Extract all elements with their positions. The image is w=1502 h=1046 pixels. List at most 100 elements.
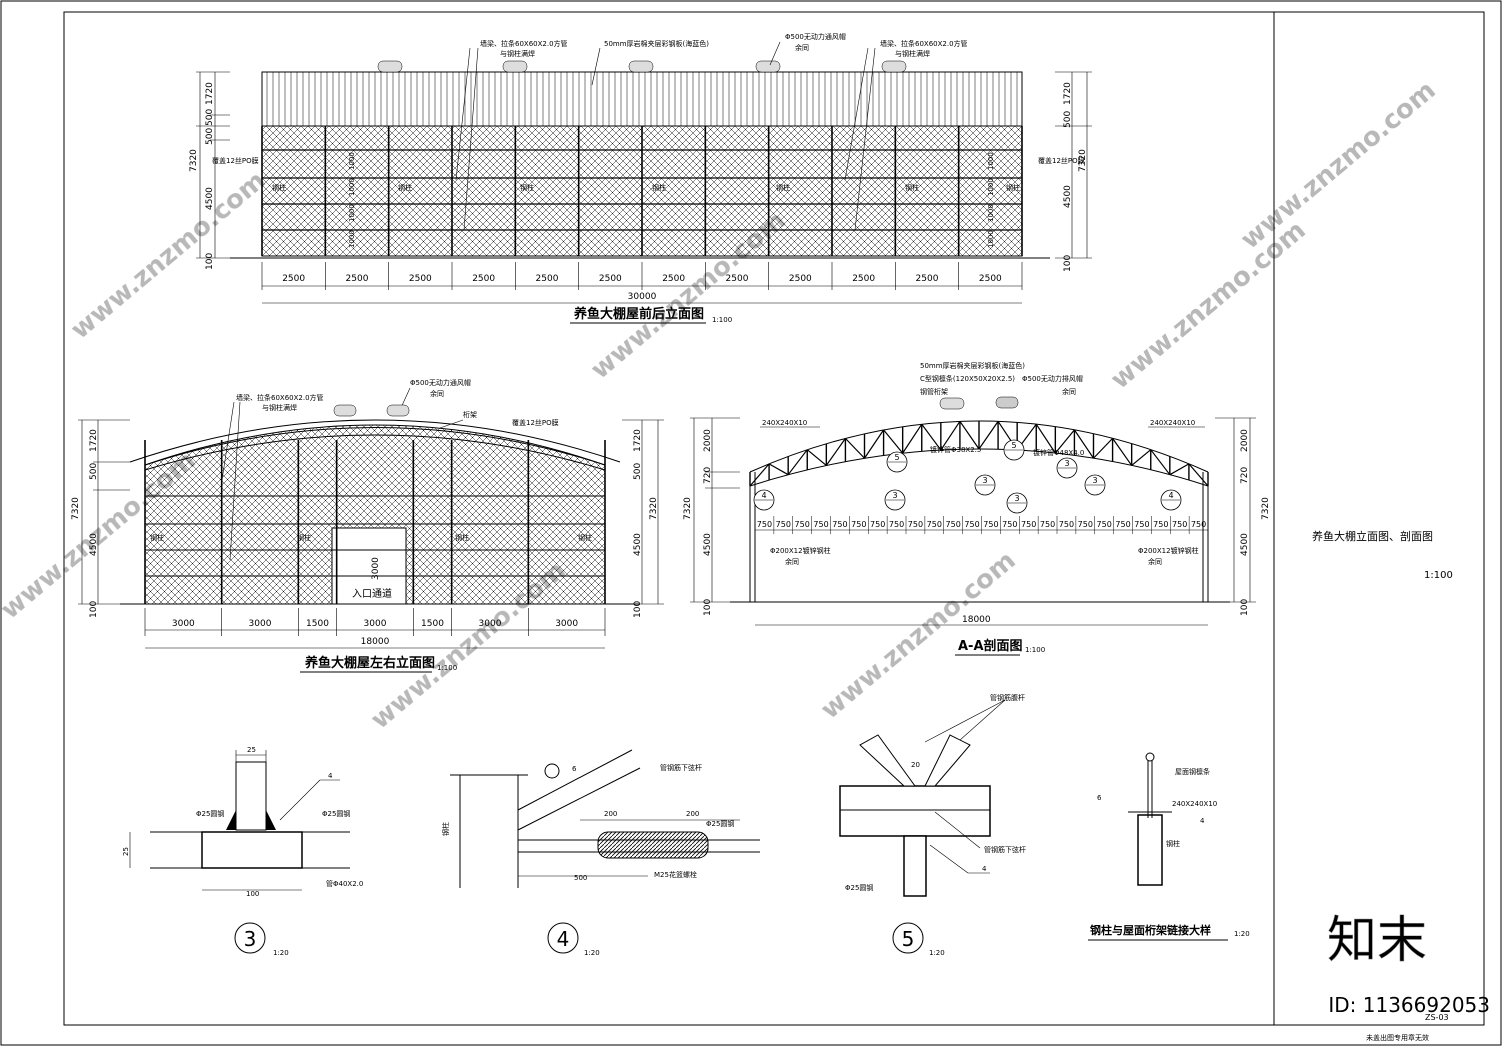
dim-sub: 750 [1191,520,1206,529]
label-column: Φ200X12镀锌钢柱 [770,546,831,555]
dim-span: 3000 [479,619,502,629]
view-scale: 1:100 [1025,646,1045,654]
dim-span: 3000 [364,619,387,629]
label-vent2: 余同 [1062,387,1076,396]
vent-cap [995,396,1019,409]
callout-number: 4 [1168,491,1173,500]
web-diagonal [1112,438,1133,466]
vent-cap [333,404,357,417]
dim-gutter: 500 [89,463,99,480]
label-column: 钢柱 [1006,183,1020,192]
dim-sub: 750 [870,520,885,529]
front-elevation: 钢柱钢柱钢柱钢柱钢柱钢柱钢柱 1000100010001000100010001… [189,32,1092,324]
dim-base: 100 [1063,255,1073,272]
web-diagonal [1035,423,1056,454]
label-tube1: 镀锌管Φ38X2.5 [930,445,981,454]
dim-span: 2500 [409,274,432,284]
label-brace2: 与钢柱满焊 [262,403,297,412]
web-diagonal [1131,449,1152,466]
detail-4: 6 钢柱 管钢筋下弦杆 200 200 Φ25圆钢 500 M25花篮螺栓 4 … [441,749,760,957]
dim-row: 1000 [987,204,995,222]
label-column: 钢柱 [905,183,919,192]
dim-row: 1000 [987,178,995,196]
dim-span: 2500 [662,274,685,284]
dim-sub: 750 [757,520,772,529]
label-column: 钢柱 [578,533,592,542]
dim-sub: 750 [1021,520,1036,529]
detail-5: 管钢筋腹杆 20 管钢筋下弦杆 Φ25圆钢 4 5 1:20 [839,693,1026,957]
callout-number: 5 [1011,441,1016,450]
label-film: 覆盖12丝PO膜 [212,156,259,165]
watermark-text: www.znzmo.com [1105,215,1311,395]
callout-number: 3 [1092,476,1097,485]
label-chord: 管钢筋下弦杆 [660,763,702,772]
label-column: 钢柱 [150,533,164,542]
dim-truss: 2000 [1240,429,1250,452]
detail-scale: 1:20 [929,949,945,957]
dim-sub: 750 [1059,520,1074,529]
label-truss: 桁架 [463,410,477,419]
drawing-title: 养鱼大棚立面图、剖面图 [1312,529,1433,543]
watermark-logo: 知末 [1327,911,1427,969]
dim-span: 2500 [979,274,1002,284]
dim-label: 500 [574,874,587,882]
sheet-number: ZS-03 [1425,1013,1449,1022]
dim-sub: 750 [1153,520,1168,529]
dim-sub: 750 [889,520,904,529]
label-brace: 墙梁、拉条60X60X2.0方管 [236,393,324,402]
web-diagonal [978,421,999,450]
label-column: 钢柱 [398,183,412,192]
label-roof-panel: 50mm厚岩棉夹层彩钢板(海蓝色) [604,39,709,48]
label-purlin: C型钢檩条(120X50X20X2.5) [920,374,1015,383]
label-vent: Φ500无动力通风帽 [410,378,471,387]
dim-roof: 1720 [89,429,99,452]
dim-span: 2500 [726,274,749,284]
dim-wall: 4500 [703,533,713,556]
dim-wall: 4500 [633,533,643,556]
dim-sub: 750 [1172,520,1187,529]
dim-total: 18000 [361,637,390,647]
label-film: 覆盖12丝PO膜 [1038,156,1085,165]
dim-label: 20 [911,761,920,769]
web-diagonal [806,449,827,466]
detail-number: 3 [244,927,257,951]
watermark-id: ID: 1136692053 [1328,993,1490,1017]
vent-cap [628,60,654,73]
bottom-note: 未盖出图专用章无效 [1366,1033,1429,1042]
callout-number: 4 [761,491,766,500]
label-column: 钢柱 [441,822,450,836]
vent-cap [386,404,410,417]
vent-cap [502,60,528,73]
callout-number: 3 [1014,494,1019,503]
leader-lines [455,41,876,231]
dim-total: 7320 [1261,497,1271,520]
dim-sub: 750 [908,520,923,529]
web-diagonal [921,423,942,451]
label-vent2: 余同 [430,389,444,398]
label-bolt: M25花篮螺栓 [654,870,697,879]
dim-sub: 750 [1097,520,1112,529]
dim-label: 100 [246,890,259,898]
label-column: 钢柱 [776,183,790,192]
dim-span: 1500 [306,619,329,629]
web-diagonal [787,449,808,476]
door-label: 入口通道 [352,587,392,600]
dim-row: 1000 [987,152,995,170]
detail-scale: 1:20 [1234,930,1250,938]
weld-size: 4 [982,865,987,873]
web-diagonal [864,429,885,459]
drawing-scale: 1:100 [1424,570,1453,581]
weld-size: 6 [1097,794,1102,802]
dim-gutter: 500 [205,109,215,126]
web-diagonal [940,421,961,451]
dim-base: 100 [205,253,215,270]
dim-mid: 500 [205,128,215,145]
door-height: 3000 [371,557,381,580]
roof-arc [144,427,606,471]
detail-bubble [547,922,579,954]
dim-sub: 750 [813,520,828,529]
web-diagonal [768,463,789,476]
weld-size: 4 [1200,817,1205,825]
dim-row: 1000 [348,152,356,170]
